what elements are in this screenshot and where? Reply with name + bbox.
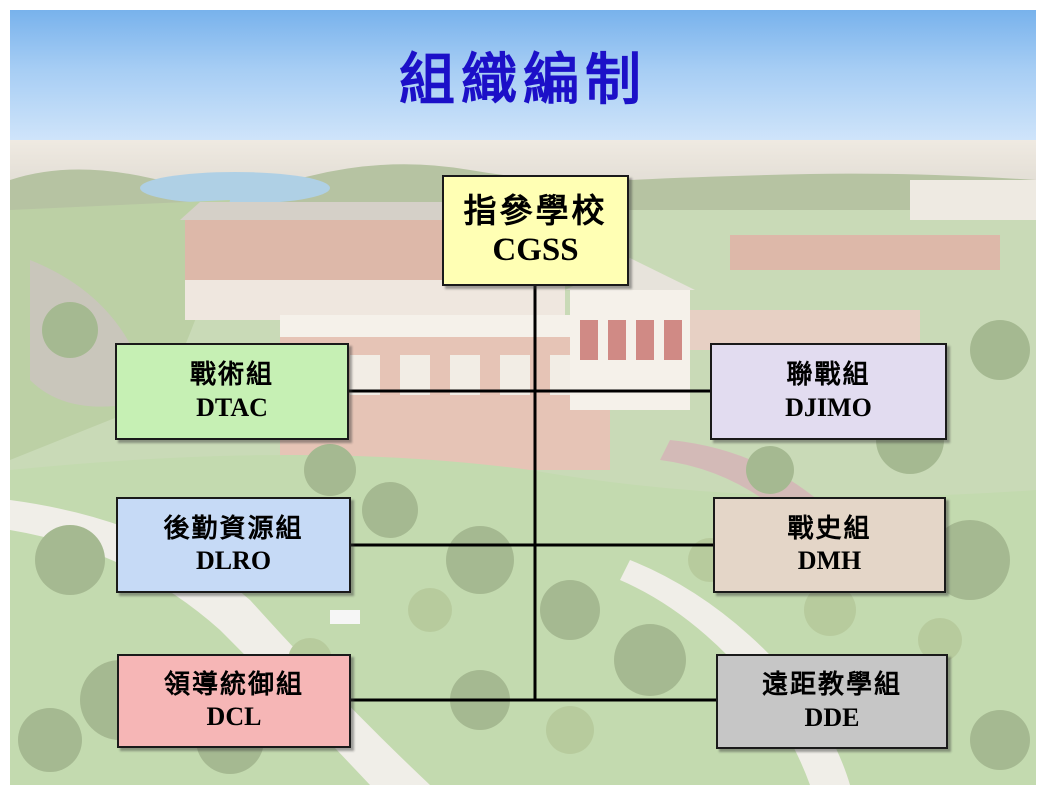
slide-title: 組織編制 (399, 46, 647, 113)
division-node-dcl[interactable]: 領導統御組 DCL (117, 654, 351, 748)
division-node-dde[interactable]: 遠距教學組 DDE (716, 654, 948, 749)
division-name: 遠距教學組 (761, 670, 902, 701)
division-name: 聯戰組 (786, 360, 871, 391)
division-code: DDE (804, 702, 860, 732)
title-banner: 組織編制 (10, 10, 1036, 140)
root-code: CGSS (492, 231, 579, 268)
division-code: DLRO (195, 546, 272, 575)
division-code: DMH (797, 546, 862, 575)
division-node-djimo[interactable]: 聯戰組 DJIMO (710, 343, 947, 440)
division-node-dlro[interactable]: 後勤資源組 DLRO (116, 497, 351, 593)
division-name: 領導統御組 (163, 669, 304, 700)
division-name: 戰史組 (787, 513, 872, 544)
org-connectors (347, 286, 716, 702)
division-code: DJIMO (785, 392, 872, 422)
division-node-dmh[interactable]: 戰史組 DMH (713, 497, 946, 593)
division-name: 後勤資源組 (163, 513, 304, 544)
slide: 組織編制 (10, 10, 1036, 785)
root-name: 指參學校 (463, 190, 608, 230)
division-name: 戰術組 (189, 360, 274, 391)
division-code: DCL (206, 702, 262, 731)
root-node-cgss[interactable]: 指參學校 CGSS (442, 175, 629, 286)
division-code: DTAC (196, 392, 268, 422)
division-node-dtac[interactable]: 戰術組 DTAC (115, 343, 349, 440)
